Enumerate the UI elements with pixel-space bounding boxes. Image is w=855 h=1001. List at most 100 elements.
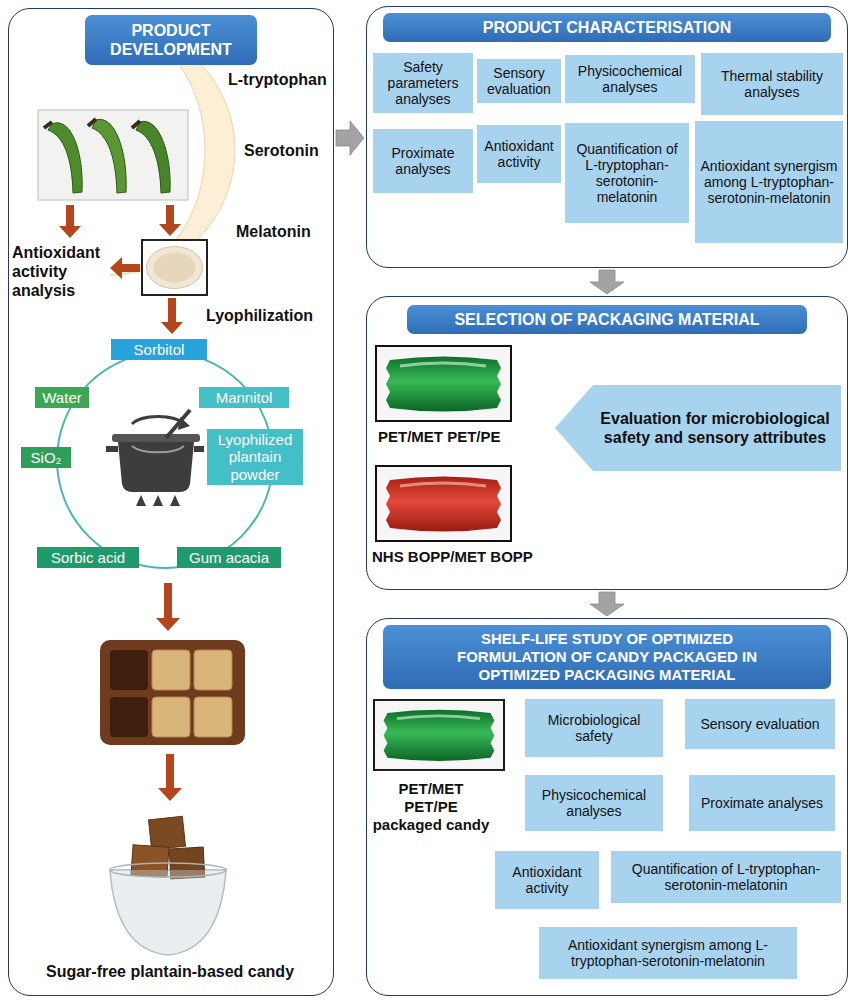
plantain-photo-part [92,119,126,193]
label-text: Sugar-free plantain-based candy [20,962,320,981]
node-text: Thermal stability analyses [706,68,838,100]
node-text: Physicochemical analyses [530,787,658,819]
label-slot: PET/MET PET/PE packaged candy [372,780,490,834]
flow-arrow [590,270,624,294]
node-text: SiO₂ [31,449,62,466]
analysis-box: Antioxidant synergism among L-tryptophan… [695,121,843,243]
node-text: Antioxidant activity [500,864,594,896]
node-text: Water [42,389,81,406]
label-slot: Lyophilization [206,306,330,325]
arrow-shape-fill [555,385,841,471]
candy-mould-photo-part [110,697,148,737]
section-header: SELECTION OF PACKAGING MATERIAL [407,305,807,334]
arrow-shape [555,385,841,471]
pouch-photo-part [400,483,486,486]
section-header: PRODUCT DEVELOPMENT [85,15,257,65]
pouch-photo-part [376,346,511,421]
cooking-pot-icon-part [136,495,146,506]
label-text: Melatonin [236,222,330,241]
powder-photo [142,240,207,295]
candy-bowl-photo-part [149,816,186,849]
analysis-box: Proximate analyses [373,129,473,193]
flow-arrow [590,592,624,616]
pouch-photo-part [386,357,501,412]
candy-bowl-photo-part [110,870,226,955]
node-text: PRODUCT DEVELOPMENT [97,21,245,59]
analysis-box: Microbiological safety [525,699,663,757]
candy-mould-photo-part [110,650,148,690]
pouch-photo-part [397,716,480,719]
analysis-box: Quantification of L-tryptophan-serotonin… [611,851,841,903]
candy-mould-photo-part [152,650,190,690]
analysis-box: Sensory evaluation [685,699,835,749]
label-slot: Antioxidant activity analysis [12,243,108,301]
cooking-pot-icon-part [170,495,180,506]
plantain-photo-part [136,121,170,193]
section-panel: PRODUCT CHARACTERISATION Safety parameter… [366,6,848,268]
analysis-box: Antioxidant activity [495,851,599,909]
flow-arrow [336,121,364,155]
candy-bowl-photo [110,816,226,955]
node-text: Sensory evaluation [700,716,819,732]
ingredient-box: Sorbic acid [37,547,139,568]
label-text: L-tryptophan [228,70,334,89]
pouch-photo-part [374,700,504,770]
analysis-box: Quantification of L-tryptophan-serotonin… [565,123,689,223]
node-text: SHELF-LIFE STUDY OF OPTIMIZED FORMULATIO… [433,630,781,684]
pouch-photo [376,346,511,421]
section-header: SHELF-LIFE STUDY OF OPTIMIZED FORMULATIO… [383,625,831,689]
analysis-box: Antioxidant activity [477,125,561,183]
cooking-pot-icon-part [112,434,200,442]
node-text: Antioxidant synergism among L-tryptophan… [700,158,838,206]
cooking-pot-icon-part [106,446,118,452]
ingredient-box: Lyophilized plantain powder [207,429,303,485]
powder-photo-part [147,247,203,289]
ingredient-box: Gum acacia [177,547,281,568]
node-text: Sorbic acid [51,549,125,566]
node-text: Mannitol [216,389,273,406]
label-slot: L-tryptophan [228,70,334,89]
label-text: Antioxidant activity analysis [12,243,108,301]
label-slot: Serotonin [244,141,332,160]
analysis-box: Thermal stability analyses [701,53,843,115]
label-text: PET/MET PET/PE [378,428,548,446]
analysis-box: Safety parameters analyses [373,53,473,113]
node-text: Sorbitol [134,341,185,358]
flow-arrow-red-part [59,205,81,238]
pouch-photo-part [376,466,511,541]
candy-mould-photo-part [100,640,245,745]
label-slot: NHS BOPP/MET BOPP [372,548,550,566]
node-text: Antioxidant synergism among L-tryptophan… [544,937,792,969]
node-text: SELECTION OF PACKAGING MATERIAL [417,310,797,329]
node-text: Evaluation for microbiological safety an… [599,409,831,447]
analysis-box: Physicochemical analyses [525,775,663,831]
node-text: Proximate analyses [701,795,823,811]
section-header: PRODUCT CHARACTERISATION [383,13,831,42]
node-text: Physicochemical analyses [570,63,690,95]
node-text: Sensory evaluation [482,65,556,97]
label-text: Lyophilization [206,306,330,325]
label-text: Serotonin [244,141,332,160]
cooking-pot-icon-part [132,416,184,424]
label-slot: Sugar-free plantain-based candy [20,962,320,981]
pouch-photo-part [384,710,495,761]
node-text: Proximate analyses [378,145,468,177]
flow-arrow-red-part [156,583,180,631]
pouch-photo-part [386,477,501,532]
cooking-pot-icon-part [118,442,194,492]
candy-mould-photo-part [152,697,190,737]
cooking-pot-icon-part [153,495,163,506]
cooking-pot-icon-part [132,446,184,452]
label-text: PET/MET PET/PE packaged candy [372,780,490,834]
label-slot: PET/MET PET/PE [378,428,548,446]
candy-bowl-photo-part [110,870,226,955]
ingredient-box: Mannitol [199,387,289,408]
plantain-photo-part [48,123,82,193]
ingredient-box: Sorbitol [111,339,207,360]
ingredient-box: SiO₂ [21,447,71,468]
candy-bowl-photo-part [110,863,226,877]
label-text: NHS BOPP/MET BOPP [372,548,550,566]
candy-mould-photo [100,640,245,745]
plantain-photo-part [38,110,188,200]
ingredient-box: Water [35,387,89,408]
